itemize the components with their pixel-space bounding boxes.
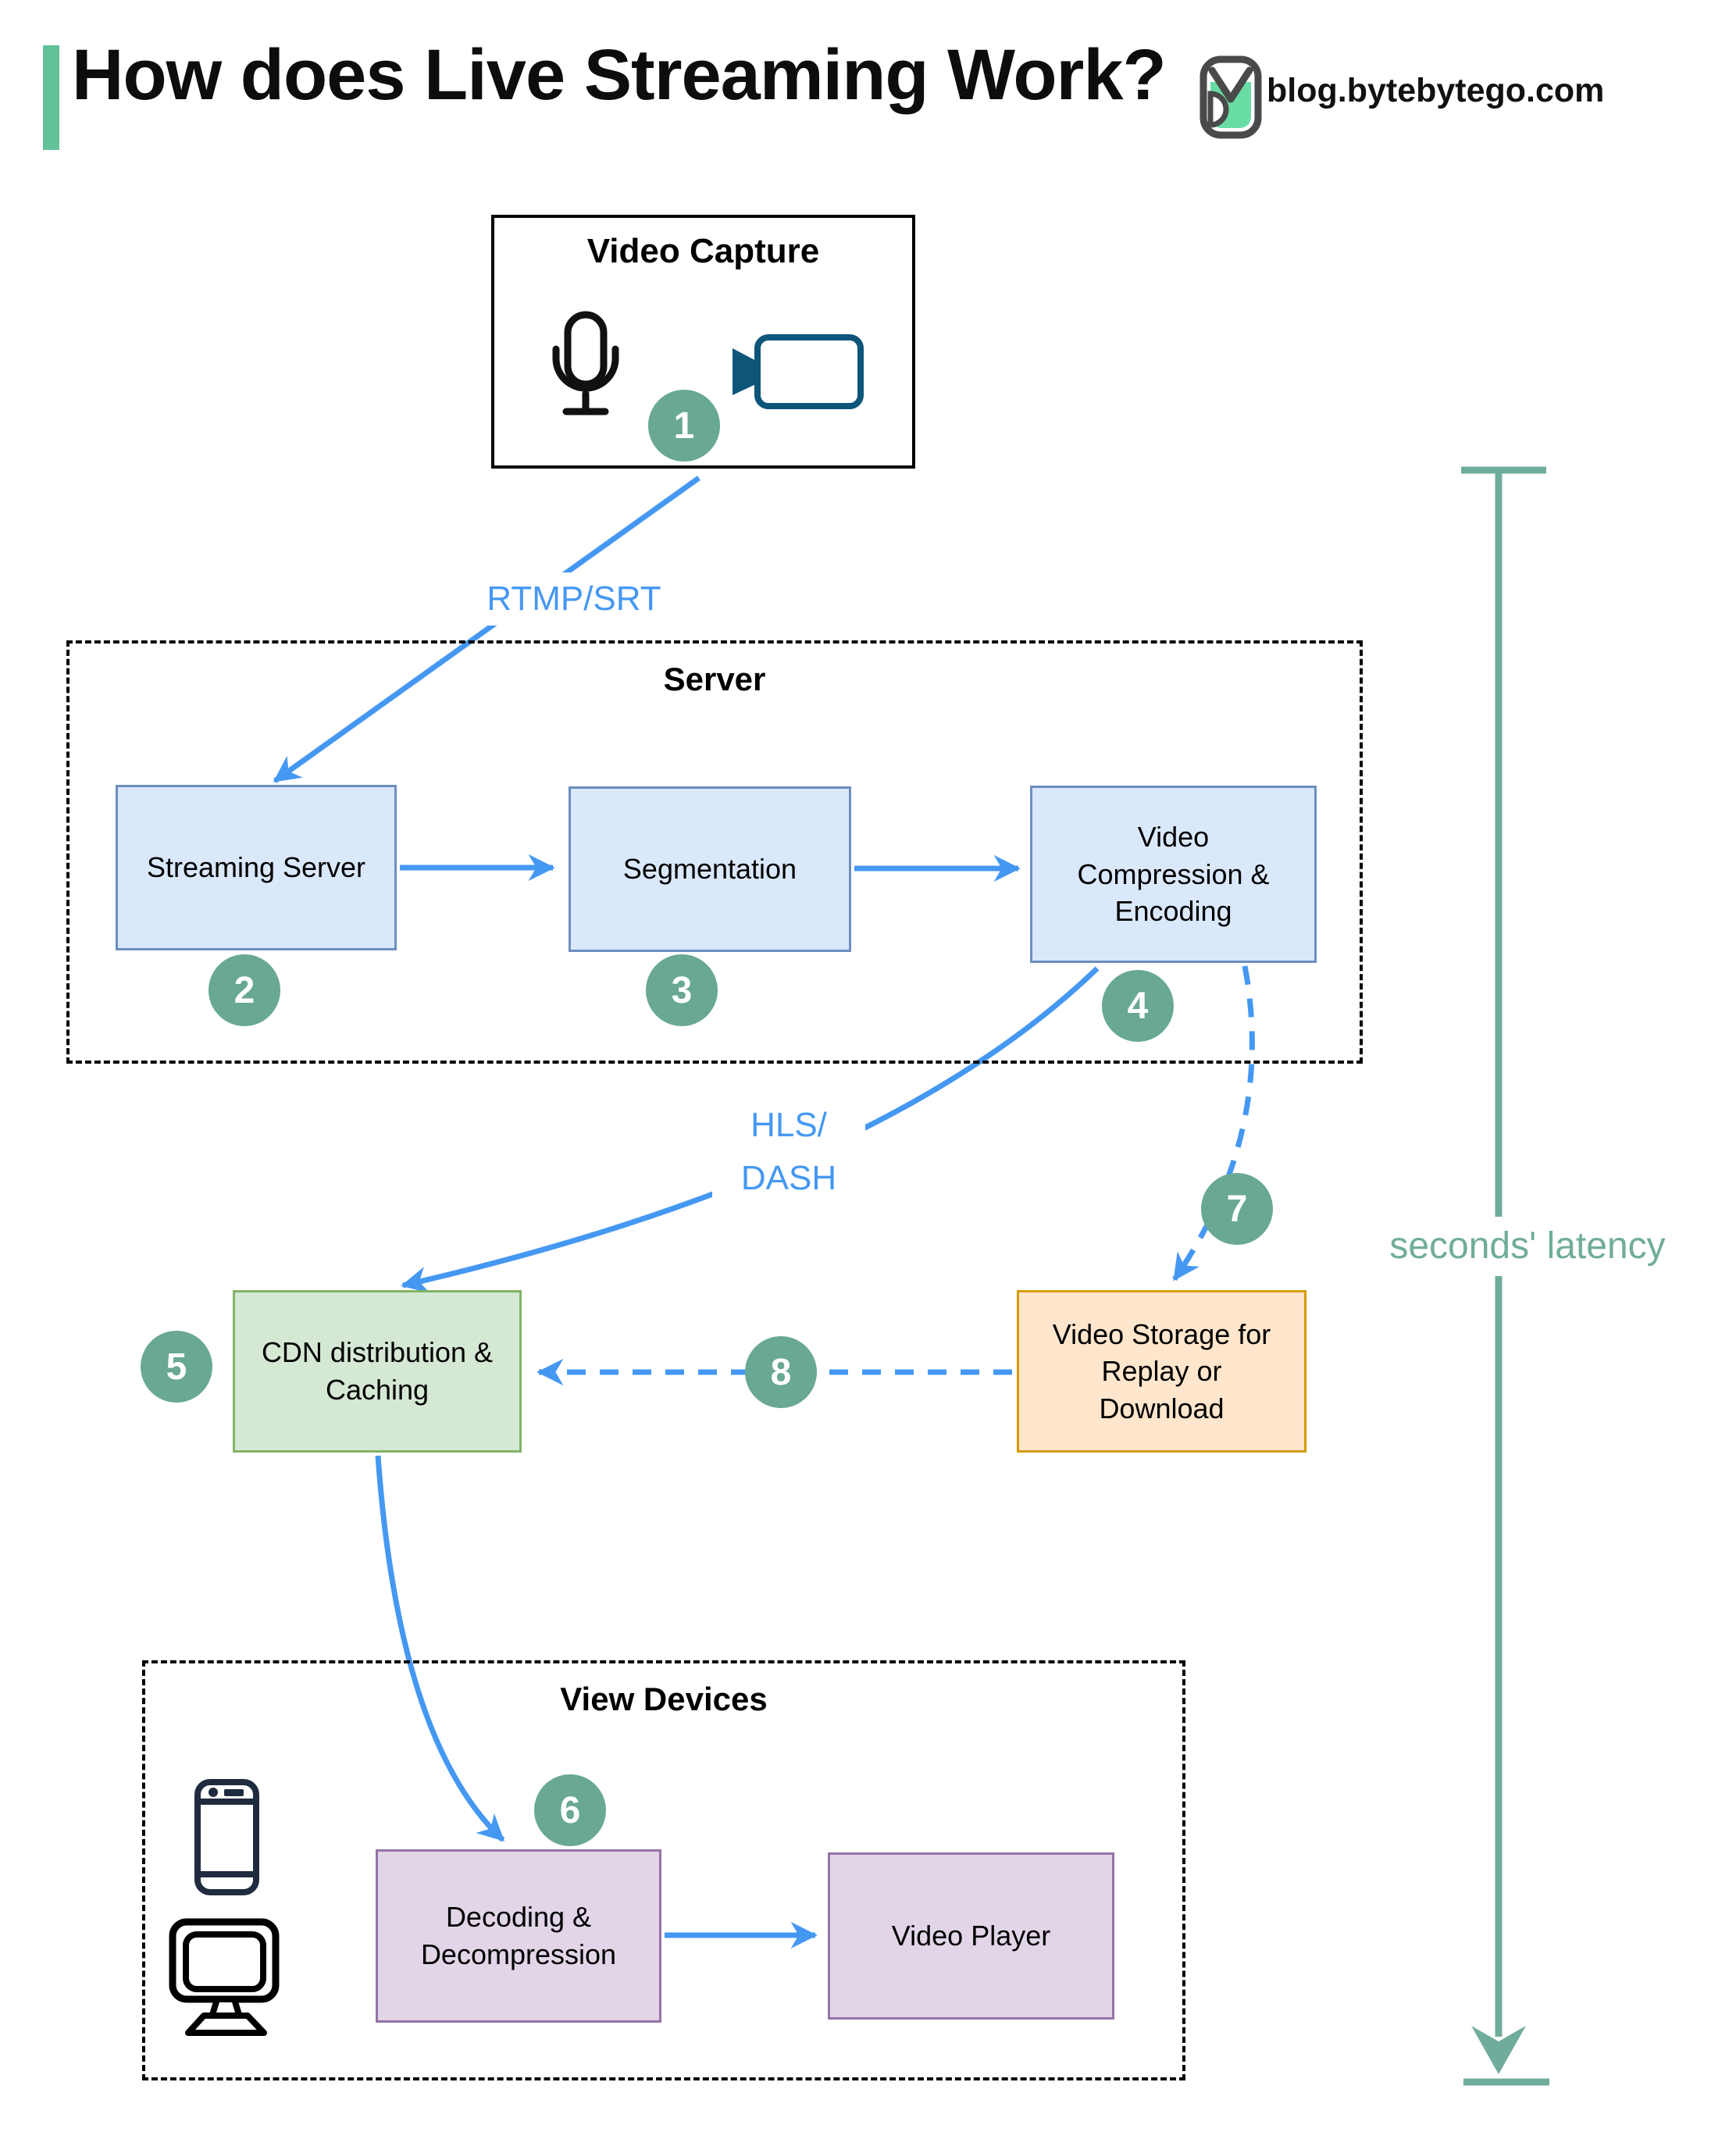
node-decoding: Decoding & Decompression	[376, 1849, 661, 2023]
node-video-compression: Video Compression & Encoding	[1030, 786, 1317, 963]
step-badge-1: 1	[648, 390, 720, 462]
page-title: How does Live Streaming Work?	[72, 35, 1167, 115]
view-devices-group-title: View Devices	[560, 1681, 768, 1717]
step-badge-5: 5	[141, 1331, 212, 1403]
site-url-label: blog.bytebytego.com	[1267, 72, 1605, 109]
node-video-player-label: Video Player	[891, 1920, 1051, 1952]
bytebytego-logo	[1200, 55, 1262, 139]
hls-label-line2: DASH	[740, 1159, 837, 1197]
node-segmentation-label: Segmentation	[622, 853, 797, 886]
step-badge-3: 3	[646, 954, 718, 1026]
step-badge-8: 8	[745, 1336, 817, 1408]
server-group-title: Server	[663, 661, 766, 697]
monitor-icon	[169, 1918, 280, 2036]
step-badge-6: 6	[534, 1774, 606, 1846]
latency-dimension-line	[1461, 466, 1549, 2086]
node-streaming-server-label: Streaming Server	[146, 851, 366, 884]
step-badge-4: 4	[1102, 970, 1174, 1042]
video-camera-icon	[733, 334, 864, 409]
microphone-icon	[552, 311, 619, 415]
edge-label-rtmp: RTMP/SRT	[457, 572, 691, 626]
video-capture-box: Video Capture	[491, 215, 915, 469]
edge-rtmp-arrow	[273, 476, 701, 783]
edge-compression-to-storage	[1172, 965, 1255, 1282]
node-video-storage-label: Video Storage for Replay or Download	[1052, 1317, 1271, 1424]
video-capture-title: Video Capture	[586, 232, 820, 270]
node-streaming-server: Streaming Server	[116, 785, 397, 950]
view-devices-group-box: View Devices	[142, 1660, 1185, 2080]
node-cdn-label: CDN distribution & Caching	[261, 1336, 494, 1406]
latency-annotation: seconds' latency	[1367, 1220, 1688, 1271]
edge-label-hls: HLS/ DASH	[712, 1097, 865, 1207]
step-badge-2: 2	[209, 954, 280, 1026]
title-accent-bar	[43, 45, 59, 150]
smartphone-icon	[194, 1779, 259, 1895]
node-decoding-label: Decoding & Decompression	[420, 1901, 617, 1970]
node-segmentation: Segmentation	[569, 786, 851, 952]
latency-annotation-text: seconds' latency	[1389, 1225, 1666, 1267]
rtmp-label-text: RTMP/SRT	[487, 579, 661, 618]
node-video-player: Video Player	[828, 1852, 1114, 2020]
node-video-compression-label: Video Compression & Encoding	[1077, 821, 1270, 928]
step-badge-7: 7	[1201, 1173, 1273, 1245]
hls-label-line1: HLS/	[750, 1106, 827, 1144]
server-group-box: Server	[66, 640, 1363, 1064]
node-video-storage: Video Storage for Replay or Download	[1017, 1290, 1306, 1453]
edge-cdn-to-decoding	[375, 1455, 505, 1842]
node-cdn: CDN distribution & Caching	[233, 1290, 522, 1453]
